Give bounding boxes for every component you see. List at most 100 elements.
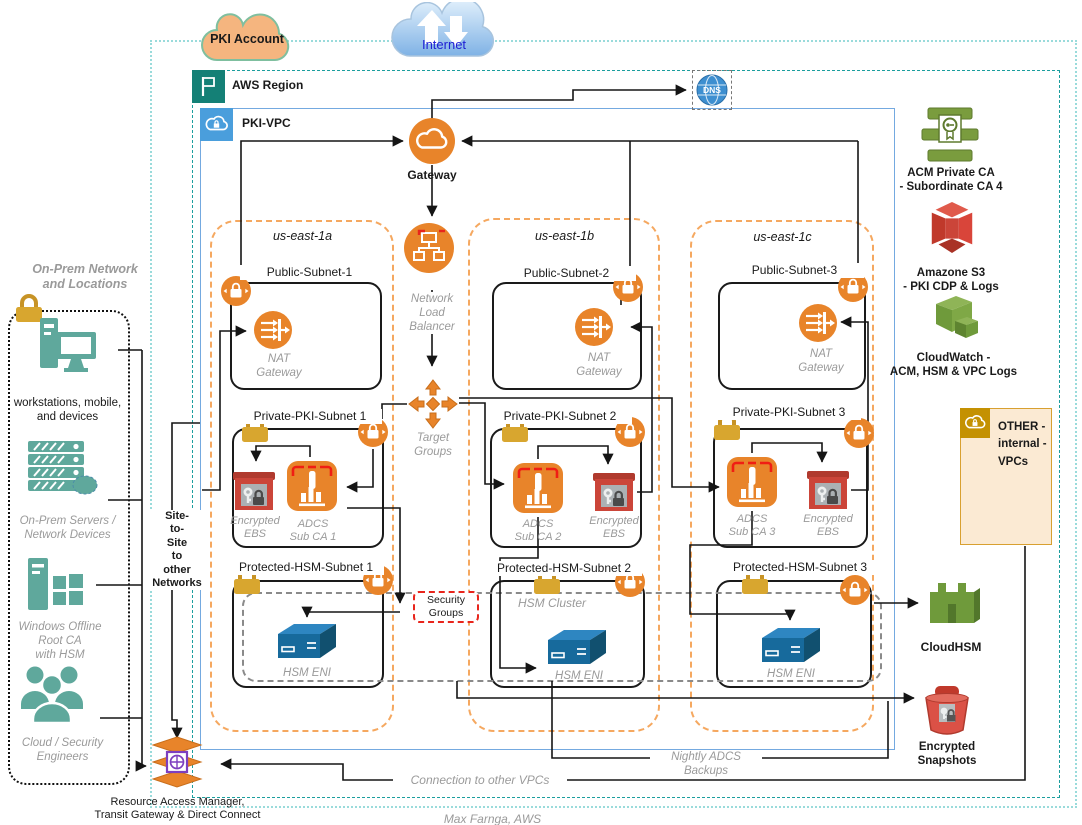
hsm-eni-icon bbox=[754, 624, 826, 666]
site-to-site-label: Site- to- Site to other Networks bbox=[148, 510, 206, 591]
public-subnet-1-label: Public-Subnet-1 bbox=[240, 265, 379, 280]
az-us-east-1c bbox=[690, 220, 874, 732]
eni3-label: HSM ENI bbox=[767, 668, 815, 680]
transit-gateway-icon bbox=[148, 736, 206, 790]
hsm-cluster-label: HSM Cluster bbox=[517, 596, 586, 610]
other-vpcs-cloud-icon bbox=[960, 408, 990, 438]
private-pki-subnet-2-box bbox=[490, 428, 642, 548]
hsm-eni-icon bbox=[270, 620, 342, 662]
az3-label: us-east-1c bbox=[753, 230, 812, 244]
dns-label: DNS bbox=[703, 85, 721, 95]
hsm-subnet-3-label: Protected-HSM-Subnet 3 bbox=[720, 560, 880, 575]
public-subnet-3-box bbox=[718, 282, 866, 390]
workstations-label: workstations, mobile, and devices bbox=[13, 397, 122, 424]
pki-vpc-boundary bbox=[200, 108, 895, 750]
workstation-icon bbox=[36, 316, 98, 380]
internet-gateway-icon bbox=[408, 117, 456, 165]
security-groups-box bbox=[413, 591, 479, 623]
nat-gateway-1-icon bbox=[253, 310, 293, 350]
gateway-label: Gateway bbox=[407, 168, 457, 182]
other-vpcs-label: OTHER - internal - VPCs bbox=[998, 421, 1047, 468]
nightly-backups-note: Nightly ADCS Backups bbox=[650, 750, 762, 779]
cloudwatch-label: CloudWatch - ACM, HSM & VPC Logs bbox=[889, 352, 1018, 379]
onprem-title: On-Prem Network and Locations bbox=[32, 262, 138, 292]
onprem-boundary bbox=[8, 310, 130, 785]
snapshots-label: Encrypted Snapshots bbox=[917, 741, 977, 768]
onprem-servers-label: On-Prem Servers / Network Devices bbox=[19, 515, 116, 542]
hsm-subnet-1-label: Protected-HSM-Subnet 1 bbox=[228, 560, 384, 575]
pki-vpc-label: PKI-VPC bbox=[242, 116, 291, 130]
az1-label: us-east-1a bbox=[272, 229, 333, 243]
aws-region-flag-icon bbox=[192, 70, 225, 103]
connection-note: Connection to other VPCs bbox=[393, 773, 567, 788]
protected-hsm-subnet-3-box bbox=[716, 580, 872, 688]
nat2-label: NAT Gateway bbox=[576, 352, 622, 379]
subnet-badge-icon bbox=[220, 275, 252, 307]
network-load-balancer-icon bbox=[403, 222, 455, 274]
adcs1-label: ADCS Sub CA 1 bbox=[289, 518, 337, 544]
encrypted-ebs-icon bbox=[591, 469, 637, 515]
private-subnet-3-label: Private-PKI-Subnet 3 bbox=[717, 405, 861, 420]
acm-label: ACM Private CA - Subordinate CA 4 bbox=[899, 167, 1003, 194]
vpc-cloud-lock-icon bbox=[200, 108, 233, 141]
public-subnet-3-label: Public-Subnet-3 bbox=[725, 263, 864, 278]
nat1-label: NAT Gateway bbox=[256, 353, 302, 380]
pki-account-boundary bbox=[150, 40, 1077, 808]
ebs3-label: Encrypted EBS bbox=[803, 513, 853, 539]
encrypted-ebs-icon bbox=[805, 467, 851, 513]
az2-label: us-east-1b bbox=[534, 229, 595, 243]
adcs-sub-ca-icon bbox=[511, 461, 565, 515]
az-us-east-1b bbox=[468, 218, 660, 732]
transit-gateway-label: Resource Access Manager, Transit Gateway… bbox=[94, 796, 261, 822]
engineers-label: Cloud / Security Engineers bbox=[21, 737, 104, 764]
pki-account-label: PKI Account bbox=[210, 32, 284, 46]
target-groups-label: Target Groups bbox=[414, 432, 452, 459]
nlb-label: Network Load Balancer bbox=[402, 292, 462, 335]
private-subnet-1-label: Private-PKI-Subnet 1 bbox=[238, 409, 382, 424]
server-stack-icon bbox=[26, 438, 98, 496]
hsm-eni-icon bbox=[540, 626, 612, 668]
s3-label: Amazone S3 - PKI CDP & Logs bbox=[903, 267, 999, 294]
cloudhsm-label: CloudHSM bbox=[920, 640, 982, 654]
target-groups-icon bbox=[407, 378, 459, 430]
eni2-label: HSM ENI bbox=[555, 670, 603, 682]
cloudwatch-icon bbox=[922, 290, 984, 344]
ebs2-label: Encrypted EBS bbox=[589, 515, 639, 541]
public-subnet-2-label: Public-Subnet-2 bbox=[497, 266, 636, 281]
subnet-badge-icon bbox=[839, 574, 871, 606]
encrypted-ebs-icon bbox=[231, 468, 277, 514]
az-us-east-1a bbox=[210, 220, 394, 732]
internet-label: Internet bbox=[421, 37, 467, 52]
internet-cloud-icon bbox=[388, 2, 500, 62]
adcs2-label: ADCS Sub CA 2 bbox=[514, 518, 562, 544]
cloudhsm-icon bbox=[922, 578, 982, 634]
aws-region-label: AWS Region bbox=[232, 78, 304, 92]
hsm-cluster-box bbox=[242, 592, 882, 682]
aws-region-boundary bbox=[192, 70, 1060, 798]
acm-private-ca-icon bbox=[918, 106, 982, 164]
s3-bucket-icon bbox=[926, 200, 978, 256]
adcs-sub-ca-icon bbox=[285, 459, 339, 513]
hsm-subnet-2-label: Protected-HSM-Subnet 2 bbox=[486, 561, 642, 576]
dns-box bbox=[692, 70, 732, 110]
windows-server-icon bbox=[26, 556, 88, 620]
nat3-label: NAT Gateway bbox=[798, 348, 844, 375]
security-groups-label: Security Groups bbox=[427, 594, 465, 619]
nat-gateway-3-icon bbox=[798, 303, 838, 343]
subnet-badge-icon bbox=[843, 417, 875, 449]
encrypted-snapshots-icon bbox=[920, 684, 974, 738]
protected-hsm-subnet-2-box bbox=[490, 580, 645, 688]
public-subnet-2-box bbox=[492, 282, 642, 390]
signature: Max Farnga, AWS bbox=[443, 812, 542, 825]
eni1-label: HSM ENI bbox=[283, 667, 331, 679]
root-ca-label: Windows Offline Root CA with HSM bbox=[18, 621, 102, 662]
private-pki-subnet-1-box bbox=[232, 428, 384, 548]
protected-hsm-subnet-1-box bbox=[232, 580, 384, 688]
engineers-people-icon bbox=[20, 664, 84, 724]
adcs-sub-ca-icon bbox=[725, 455, 779, 509]
public-subnet-1-box bbox=[230, 282, 382, 390]
private-subnet-2-label: Private-PKI-Subnet 2 bbox=[488, 409, 632, 424]
nat-gateway-2-icon bbox=[574, 307, 614, 347]
